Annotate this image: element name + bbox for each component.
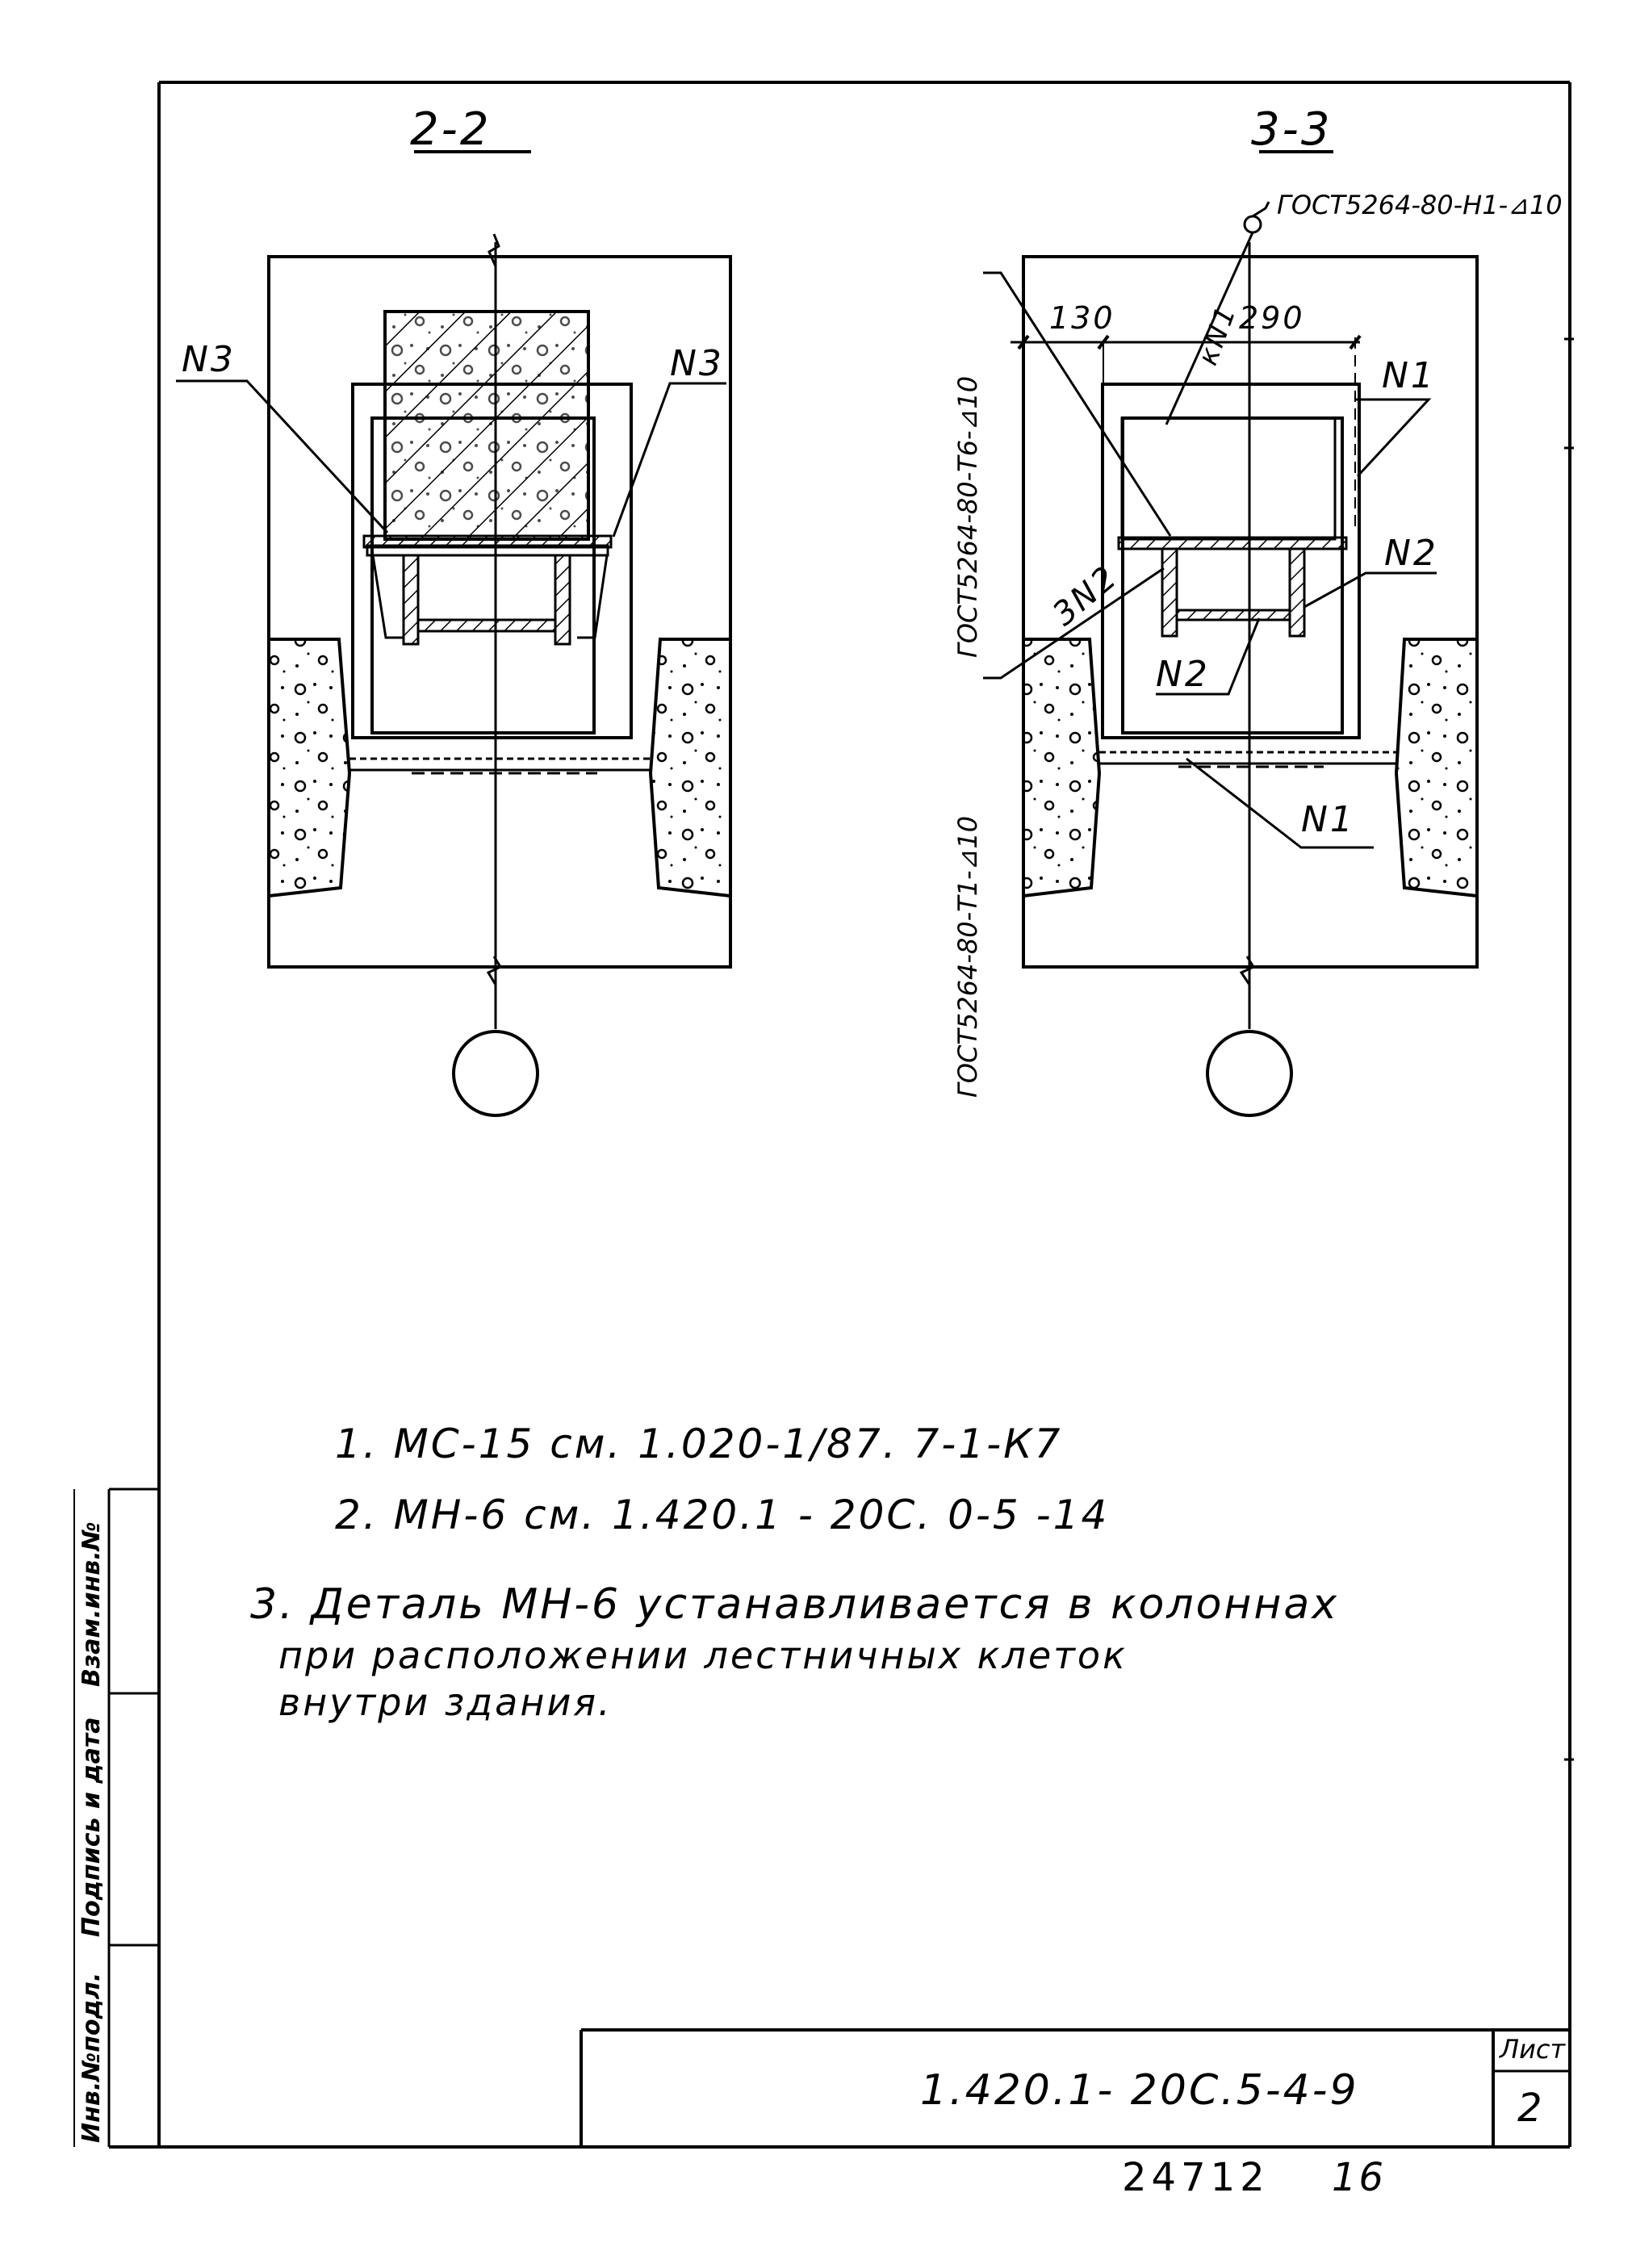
stamp-inv-orig: Инв.№подл. bbox=[77, 1972, 106, 2143]
dimension-130: 130 bbox=[1049, 300, 1115, 336]
weld-label-upper-vertical: ГОСТ5264-80-Т6-⊿10 bbox=[952, 375, 983, 658]
title-block-code: 1.420.1- 20С.5-4-9 bbox=[920, 2066, 1359, 2115]
footer-number: 24712 bbox=[1122, 2155, 1270, 2200]
label-n1-bottom: N1 bbox=[1301, 799, 1355, 840]
label-n3-left: N3 bbox=[182, 339, 236, 380]
section-title-3-3: 3-3 bbox=[1251, 103, 1333, 156]
section-title-2-2: 2-2 bbox=[410, 103, 492, 156]
label-n3-right: N3 bbox=[670, 343, 724, 384]
stamp-sign-date: Подпись и дата bbox=[77, 1717, 106, 1937]
label-n2-right: N2 bbox=[1384, 533, 1438, 574]
sheet-frame bbox=[109, 81, 1574, 2149]
title-block-sheet-number: 2 bbox=[1517, 2086, 1545, 2131]
weld-label-top: ГОСТ5264-80-Н1-⊿10 bbox=[1277, 190, 1563, 220]
section-2-2 bbox=[176, 150, 732, 1117]
footer-format: 16 bbox=[1332, 2155, 1387, 2200]
note-line-1: 1. МС-15 см. 1.020-1/87. 7-1-К7 bbox=[335, 1421, 1063, 1467]
stamp-vzam-inv: Взам.инв.№ bbox=[77, 1521, 106, 1687]
note-line-3b: при расположении лестничных клеток bbox=[278, 1634, 1128, 1677]
note-line-3a: 3. Деталь МН-6 устанавливается в колонна… bbox=[250, 1580, 1340, 1629]
label-n2-bottom: N2 bbox=[1156, 654, 1210, 695]
note-line-2: 2. МН-6 см. 1.420.1 - 20С. 0-5 -14 bbox=[335, 1492, 1110, 1538]
label-n1-top: N1 bbox=[1382, 355, 1436, 396]
dimension-290: 290 bbox=[1239, 300, 1305, 336]
side-stamp-frame bbox=[73, 1488, 159, 2147]
section-3-3 bbox=[983, 150, 1479, 1117]
note-line-3c: внутри здания. bbox=[278, 1680, 613, 1724]
weld-label-lower-vertical: ГОСТ5264-80-Т1-⊿10 bbox=[952, 815, 983, 1098]
title-block-frame bbox=[580, 2028, 1570, 2147]
title-block-sheet-label: Лист bbox=[1500, 2034, 1566, 2065]
